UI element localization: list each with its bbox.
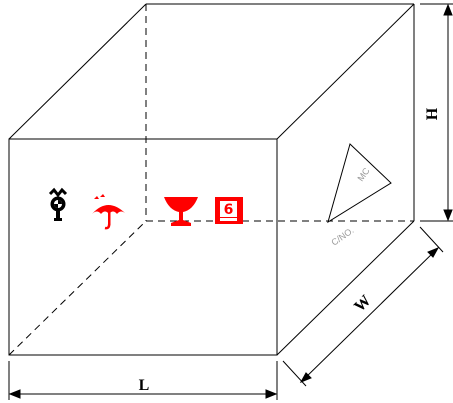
length-dimension [8,361,278,400]
stacking-limit-icon: 6 [215,197,243,224]
top-right-edge [276,3,415,140]
fragile-glass-icon [164,197,198,226]
keep-dry-umbrella-icon [92,194,126,230]
width-label: W [351,292,374,315]
width-dimension [282,226,444,387]
height-dimension [420,3,453,222]
height-label: H [424,107,441,120]
top-left-edge [8,3,147,140]
center-of-gravity-icon [48,187,68,221]
shipping-mark-cno: C/NO. [329,225,355,248]
box-outline [8,3,415,356]
shipping-mark-triangle [327,143,392,224]
bottom-right-edge [276,220,415,356]
hidden-edges [8,4,414,356]
hidden-bottom-left-edge [8,220,147,356]
side-shipping-mark: MC C/NO. [327,143,392,248]
front-face [8,138,278,356]
stacking-limit-number: 6 [224,202,234,218]
length-label: L [139,377,150,394]
